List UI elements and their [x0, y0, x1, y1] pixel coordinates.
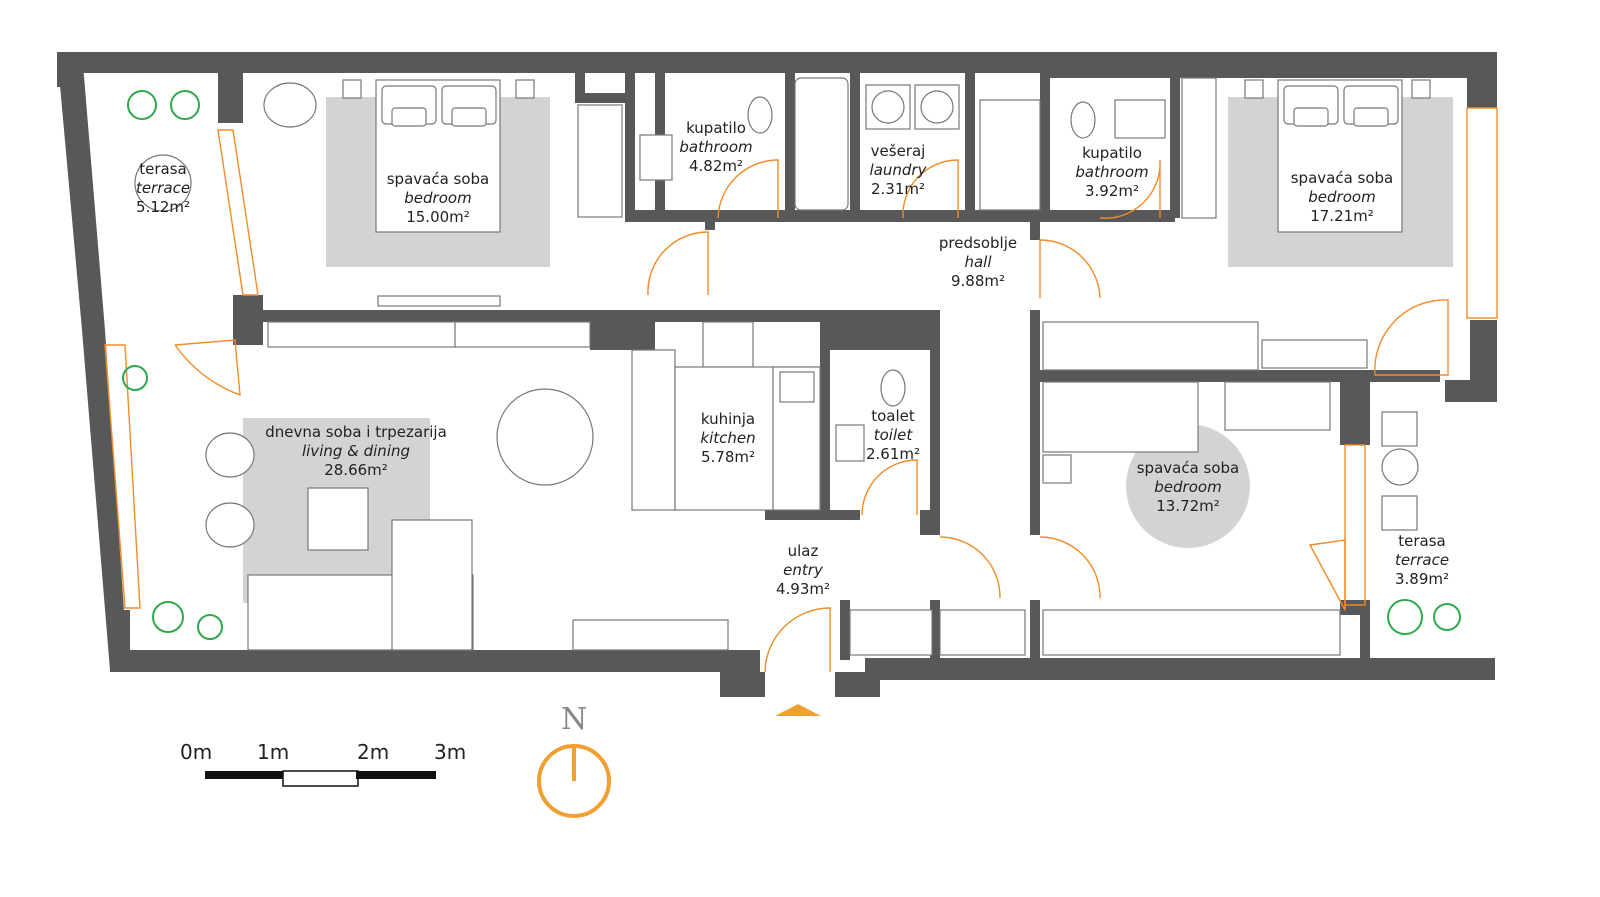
scale-bar — [205, 770, 436, 787]
doors-windows — [104, 107, 1498, 673]
hall-label: predsoblje hall 9.88m² — [938, 234, 1018, 290]
walls — [57, 52, 1497, 697]
toilet-label: toalet toilet 2.61m² — [865, 407, 921, 463]
kitchen-label: kuhinja kitchen 5.78m² — [700, 410, 756, 466]
living-label: dnevna soba i trpezarija living & dining… — [265, 423, 447, 479]
bathroom-2-label: kupatilo bathroom 3.92m² — [1075, 144, 1149, 200]
north-compass-icon — [537, 744, 611, 818]
laundry-label: vešeraj laundry 2.31m² — [869, 142, 927, 198]
north-letter: N — [561, 702, 588, 737]
terrace-west-label: terasa terrace 5.12m² — [135, 160, 191, 216]
plants — [122, 90, 1461, 640]
bathroom-1-label: kupatilo bathroom 4.82m² — [679, 119, 753, 175]
scale-label-0: 0m — [180, 740, 213, 764]
terrace-east-label: terasa terrace 3.89m² — [1394, 532, 1450, 588]
furniture — [134, 77, 1431, 656]
scale-label-2: 2m — [357, 740, 390, 764]
entry-arrow — [775, 704, 821, 716]
bedroom-2-label: spavaća soba bedroom 17.21m² — [1290, 169, 1394, 225]
bedroom-1-label: spavaća soba bedroom 15.00m² — [386, 170, 490, 226]
scale-label-1: 1m — [257, 740, 290, 764]
bedroom-3-label: spavaća soba bedroom 13.72m² — [1136, 459, 1240, 515]
entry-label: ulaz entry 4.93m² — [775, 542, 831, 598]
scale-label-3: 3m — [434, 740, 467, 764]
